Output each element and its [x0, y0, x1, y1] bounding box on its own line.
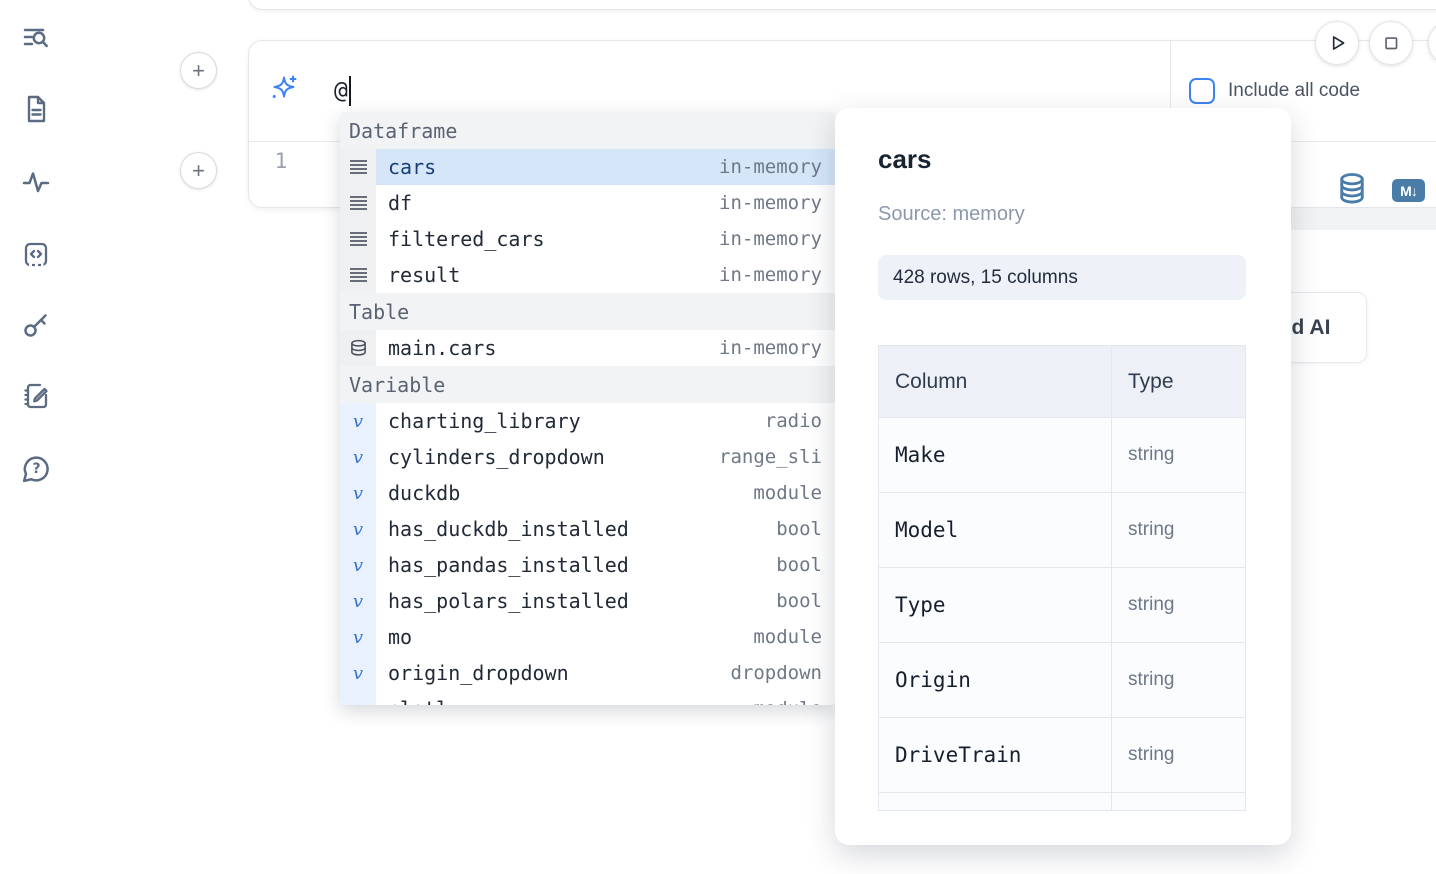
table-database-icon [350, 339, 366, 356]
ai-button-label: d AI [1291, 315, 1331, 339]
file-explorer-icon[interactable] [21, 23, 51, 53]
previous-cell-edge [248, 0, 1436, 10]
add-cell-below-button[interactable]: + [180, 152, 217, 189]
variable-icon: v [352, 518, 364, 540]
stop-icon [1385, 37, 1398, 50]
variable-icon: v [352, 554, 364, 576]
ai-prompt-input[interactable]: @ [334, 41, 351, 141]
code-cell-icon[interactable] [21, 239, 51, 269]
variable-icon: v [352, 482, 364, 504]
plus-icon: + [192, 57, 205, 83]
cell-output-strip [1246, 209, 1436, 230]
dataframe-icon [349, 232, 367, 246]
dataframe-icon [349, 268, 367, 282]
play-icon [1332, 36, 1345, 50]
prompt-divider [1170, 41, 1171, 141]
add-cell-above-button[interactable]: + [180, 52, 217, 89]
schema-row-make: Make string [879, 417, 1245, 492]
autocomplete-item-clipped[interactable]: v plotlymodule [340, 691, 835, 705]
help-chat-icon[interactable]: ? [21, 453, 51, 483]
column-header: Column [879, 346, 1112, 417]
markdown-convert-icon[interactable]: M↓ [1392, 179, 1425, 202]
variable-icon: v [352, 590, 364, 612]
run-cell-button[interactable] [1315, 21, 1359, 65]
ai-sparkle-icon [269, 74, 299, 104]
variable-icon: v [352, 446, 364, 468]
include-all-code-label: Include all code [1228, 80, 1361, 101]
dataframe-icon [349, 160, 367, 174]
popup-source-label: Source: memory [878, 203, 1025, 225]
schema-row-origin: Origin string [879, 642, 1245, 717]
schema-row-clipped [879, 792, 1245, 810]
dataframe-icon [349, 196, 367, 210]
section-header-table: Table [340, 293, 835, 330]
popup-shape-badge: 428 rows, 15 columns [878, 255, 1246, 300]
type-header: Type [1128, 369, 1174, 393]
schema-row-type: Type string [879, 567, 1245, 642]
prompt-value: @ [334, 78, 348, 104]
include-all-code-checkbox[interactable] [1189, 78, 1215, 104]
stop-cell-button[interactable] [1369, 21, 1413, 65]
svg-text:?: ? [32, 461, 40, 477]
section-header-variable: Variable [340, 366, 835, 403]
section-header-dataframe: Dataframe [340, 112, 835, 149]
include-all-code-option: Include all code [1189, 41, 1360, 141]
datasource-preview-popup: cars Source: memory 428 rows, 15 columns… [835, 108, 1291, 845]
schema-row-drivetrain: DriveTrain string [879, 717, 1245, 792]
variable-icon: v [352, 626, 364, 648]
activity-icon[interactable] [21, 167, 51, 197]
schema-row-model: Model string [879, 492, 1245, 567]
text-cursor [348, 76, 351, 106]
variable-icon: v [352, 662, 364, 684]
key-icon[interactable] [21, 310, 51, 340]
schema-table-header: Column Type [879, 346, 1245, 417]
variable-icon: v [353, 699, 363, 706]
document-icon[interactable] [21, 94, 51, 124]
plus-icon: + [192, 157, 205, 183]
popup-title: cars [878, 144, 932, 174]
variable-icon: v [352, 410, 364, 432]
database-convert-icon[interactable] [1338, 172, 1366, 206]
schema-table: Column Type Make string Model string Typ… [878, 345, 1246, 811]
line-number: 1 [274, 149, 288, 173]
notebook-pen-icon[interactable] [21, 381, 51, 411]
